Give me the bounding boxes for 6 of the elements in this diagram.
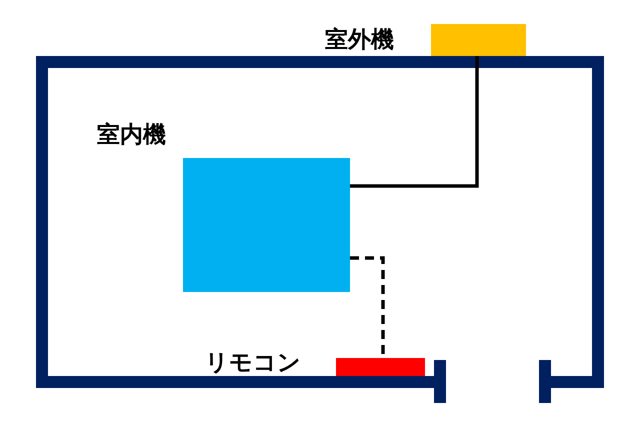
unit-group <box>97 122 350 292</box>
unit-group <box>325 24 526 56</box>
unit-label: 室内機 <box>97 122 166 148</box>
unit-label: 室外機 <box>325 27 394 53</box>
remote-label: リモコン <box>205 350 301 376</box>
cable-line <box>350 56 479 188</box>
